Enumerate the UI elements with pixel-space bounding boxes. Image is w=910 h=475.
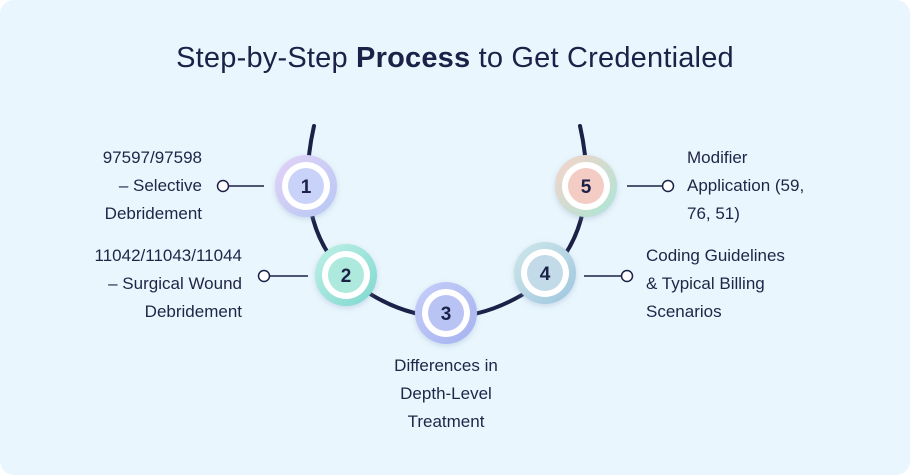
step-5-line-1: Modifier	[687, 148, 748, 167]
step-3-line-1: Differences in	[394, 356, 498, 375]
page-title: Step-by-Step Process to Get Credentialed	[0, 42, 910, 75]
step-badge-3: 3	[415, 282, 477, 344]
title-suffix: to Get Credentialed	[470, 42, 734, 74]
step-5-line-2: Application (59,	[687, 176, 805, 195]
step-number-3: 3	[441, 304, 452, 325]
step-badge-2: 2	[315, 244, 377, 306]
title-bold: Process	[356, 42, 471, 74]
step-1-line-1: 97597/97598	[102, 148, 202, 167]
connector-2	[257, 269, 308, 283]
badge-fill-2	[328, 257, 364, 293]
badge-fill-4	[527, 255, 563, 291]
step-4-line-2: & Typical Billing	[646, 274, 765, 293]
step-2-line-1: 11042/11043/11044	[94, 246, 242, 265]
step-label-2: 11042/11043/11044 – Surgical Wound Debri…	[95, 242, 242, 326]
step-badge-4: 4	[514, 242, 576, 304]
step-badge-5: 5	[555, 155, 617, 217]
step-1-line-2: – Selective	[118, 176, 202, 195]
step-2-line-2: – Surgical Wound	[108, 274, 242, 293]
step-label-3: Differences in Depth-Level Treatment	[346, 352, 546, 436]
step-4-line-1: Coding Guidelines	[646, 246, 785, 265]
step-5-line-3: 76, 51)	[687, 204, 740, 223]
step-number-4: 4	[540, 264, 551, 285]
step-1-line-3: Debridement	[104, 204, 202, 223]
step-3-line-3: Treatment	[407, 412, 485, 431]
step-number-1: 1	[301, 177, 312, 198]
step-number-2: 2	[341, 266, 352, 287]
badge-fill-3	[428, 295, 464, 331]
step-label-4: Coding Guidelines & Typical Billing Scen…	[646, 242, 785, 326]
step-badge-1: 1	[275, 155, 337, 217]
step-label-5: Modifier Application (59, 76, 51)	[687, 144, 804, 228]
step-3-line-2: Depth-Level	[400, 384, 492, 403]
step-4-line-3: Scenarios	[646, 302, 722, 321]
badge-fill-1	[288, 168, 324, 204]
title-prefix: Step-by-Step	[176, 42, 357, 74]
connector-5	[627, 179, 675, 193]
step-2-line-3: Debridement	[144, 302, 242, 321]
badge-fill-5	[568, 168, 604, 204]
connector-4	[584, 269, 634, 283]
step-number-5: 5	[581, 177, 592, 198]
step-label-1: 97597/97598 – Selective Debridement	[103, 144, 202, 228]
connector-1	[216, 179, 264, 193]
